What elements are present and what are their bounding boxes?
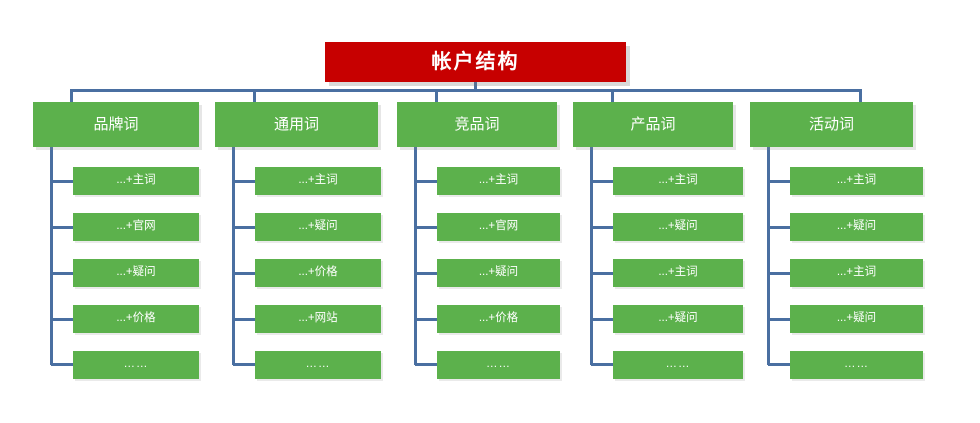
root-node[interactable]: 帐户结构: [325, 42, 626, 82]
leaf-node-label-2-1: ...+主词: [298, 174, 338, 187]
leaf-node-label-5-2: ...+疑问: [836, 220, 877, 233]
leaf-node-1-4[interactable]: ...+价格: [73, 305, 199, 333]
leaf-node-label-1-2: ...+官网: [116, 220, 156, 233]
leaf-node-2-4[interactable]: ...+网站: [255, 305, 381, 333]
column-header-label-3: 竞品词: [454, 116, 500, 133]
column-header-label-1: 品牌词: [93, 116, 139, 133]
leaf-node-4-4[interactable]: ...+疑问: [613, 305, 743, 333]
leaf-node-label-1-4: ...+价格: [116, 312, 156, 325]
leaf-node-1-1[interactable]: ...+主词: [73, 167, 199, 195]
leaf-node-label-4-5: ……: [665, 358, 691, 371]
leaf-node-1-5[interactable]: ……: [73, 351, 199, 379]
leaf-node-2-1[interactable]: ...+主词: [255, 167, 381, 195]
leaf-node-label-5-5: ……: [844, 358, 869, 371]
leaf-node-label-3-1: ...+主词: [478, 174, 519, 187]
leaf-node-2-5[interactable]: ……: [255, 351, 381, 379]
root-node-label: 帐户结构: [431, 51, 520, 73]
leaf-node-3-4[interactable]: ...+价格: [437, 305, 560, 333]
leaf-node-label-1-5: ……: [123, 358, 149, 371]
column-header-2[interactable]: 通用词: [215, 102, 378, 147]
leaf-node-3-3[interactable]: ...+疑问: [437, 259, 560, 287]
leaf-node-label-5-4: ...+疑问: [836, 312, 877, 325]
leaf-node-label-5-3: ...+主词: [836, 266, 877, 279]
leaf-node-4-5[interactable]: ……: [613, 351, 743, 379]
column-header-1[interactable]: 品牌词: [33, 102, 199, 147]
leaf-node-5-3[interactable]: ...+主词: [790, 259, 923, 287]
leaf-node-label-4-3: ...+主词: [658, 266, 698, 279]
leaf-node-5-5[interactable]: ……: [790, 351, 923, 379]
leaf-node-4-1[interactable]: ...+主词: [613, 167, 743, 195]
leaf-node-3-1[interactable]: ...+主词: [437, 167, 560, 195]
leaf-node-5-2[interactable]: ...+疑问: [790, 213, 923, 241]
leaf-node-4-3[interactable]: ...+主词: [613, 259, 743, 287]
column-header-label-2: 通用词: [273, 116, 319, 133]
leaf-node-3-2[interactable]: ...+官网: [437, 213, 560, 241]
leaf-node-label-2-3: ...+价格: [298, 266, 338, 279]
leaf-node-label-3-4: ...+价格: [478, 312, 519, 325]
leaf-node-label-3-2: ...+官网: [478, 220, 519, 233]
leaf-node-2-3[interactable]: ...+价格: [255, 259, 381, 287]
leaf-node-1-2[interactable]: ...+官网: [73, 213, 199, 241]
leaf-node-label-4-2: ...+疑问: [658, 220, 698, 233]
leaf-node-label-2-5: ……: [305, 358, 331, 371]
leaf-node-label-1-1: ...+主词: [116, 174, 156, 187]
leaf-node-label-3-5: ……: [486, 358, 511, 371]
leaf-node-2-2[interactable]: ...+疑问: [255, 213, 381, 241]
leaf-node-1-3[interactable]: ...+疑问: [73, 259, 199, 287]
leaf-node-label-2-2: ...+疑问: [298, 220, 338, 233]
leaf-node-label-1-3: ...+疑问: [116, 266, 156, 279]
leaf-node-label-4-4: ...+疑问: [658, 312, 698, 325]
leaf-node-5-1[interactable]: ...+主词: [790, 167, 923, 195]
leaf-node-3-5[interactable]: ……: [437, 351, 560, 379]
column-header-5[interactable]: 活动词: [750, 102, 913, 147]
column-header-label-4: 产品词: [630, 116, 676, 133]
leaf-node-5-4[interactable]: ...+疑问: [790, 305, 923, 333]
leaf-node-label-3-3: ...+疑问: [478, 266, 519, 279]
column-header-4[interactable]: 产品词: [573, 102, 733, 147]
leaf-node-4-2[interactable]: ...+疑问: [613, 213, 743, 241]
leaf-node-label-5-1: ...+主词: [836, 174, 877, 187]
column-header-label-5: 活动词: [808, 116, 854, 133]
column-header-3[interactable]: 竞品词: [397, 102, 557, 147]
leaf-node-label-2-4: ...+网站: [298, 312, 338, 325]
leaf-node-label-4-1: ...+主词: [658, 174, 698, 187]
